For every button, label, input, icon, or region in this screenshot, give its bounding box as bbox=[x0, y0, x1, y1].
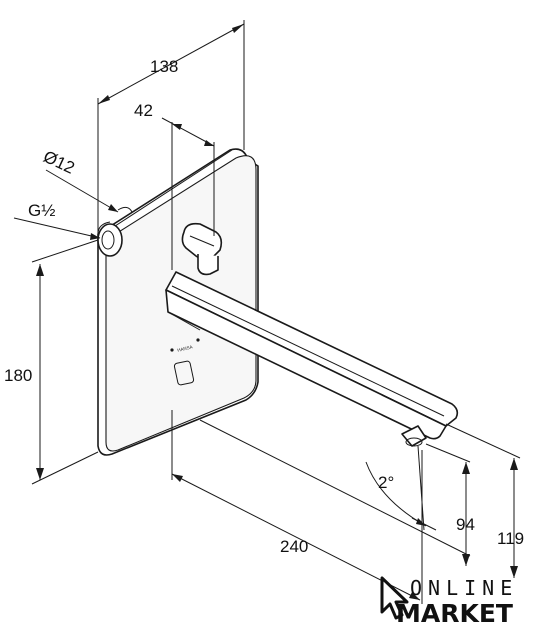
dimension-label-119: 119 bbox=[497, 529, 524, 548]
indicator-dot-icon bbox=[170, 348, 174, 352]
dimension-94: 94 bbox=[425, 443, 475, 566]
dimension-label-diameter: Ø12 bbox=[40, 147, 77, 178]
sensor-area: HANSA bbox=[170, 338, 200, 386]
temperature-knob bbox=[181, 222, 223, 276]
dimension-angle: 2° bbox=[365, 445, 437, 531]
watermark-logo: ONLINE MARKET bbox=[380, 576, 518, 628]
dimension-label-94: 94 bbox=[456, 515, 475, 534]
brand-mark: HANSA bbox=[177, 344, 193, 353]
dimension-240: 240 bbox=[171, 410, 471, 604]
pipe-connector bbox=[97, 206, 133, 257]
dimension-42: 42 bbox=[134, 101, 215, 270]
dimension-180: 180 bbox=[4, 239, 99, 485]
dimension-label-240: 240 bbox=[280, 537, 308, 556]
dimension-label-138: 138 bbox=[150, 57, 178, 76]
dimension-label-180: 180 bbox=[4, 366, 32, 385]
dimension-label-thread: G½ bbox=[28, 201, 55, 220]
spout-outlet bbox=[401, 425, 427, 447]
dimension-138: 138 bbox=[97, 20, 245, 234]
watermark-line2: MARKET bbox=[396, 599, 513, 628]
spout bbox=[165, 271, 459, 440]
dimension-label-angle: 2° bbox=[378, 473, 394, 492]
cursor-arrow-icon bbox=[380, 576, 409, 620]
indicator-dot-icon bbox=[196, 338, 200, 342]
dimension-label-42: 42 bbox=[134, 101, 153, 120]
dimension-thread: G½ bbox=[13, 201, 101, 240]
watermark-line1: ONLINE bbox=[410, 576, 518, 600]
dimension-119: 119 bbox=[445, 423, 524, 578]
